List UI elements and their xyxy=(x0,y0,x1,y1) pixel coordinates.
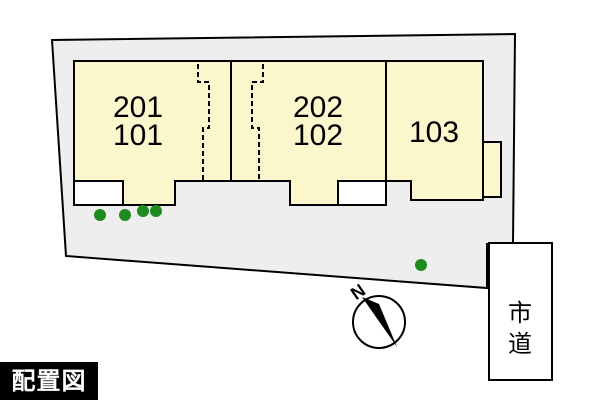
road-label-line1: 市 xyxy=(508,299,532,327)
tree xyxy=(415,259,427,271)
tree xyxy=(94,209,106,221)
north-arrow-icon xyxy=(362,297,397,347)
unit-label-103: 103 xyxy=(409,116,459,149)
stair-line-left xyxy=(197,64,210,181)
tree xyxy=(119,209,131,221)
unit-label-102: 102 xyxy=(293,119,343,152)
legend-label: 配置図 xyxy=(11,367,87,395)
unit-label-202: 202 xyxy=(293,91,343,124)
tree xyxy=(150,205,162,217)
road-label-line2: 道 xyxy=(508,330,532,358)
unit-label-201: 201 xyxy=(113,91,163,124)
outdoor-box-left xyxy=(73,180,124,206)
unit-label-101: 101 xyxy=(113,119,163,152)
outdoor-box-right xyxy=(337,180,387,206)
legend-background xyxy=(0,362,98,400)
building-annex xyxy=(482,141,502,198)
stair-line-right xyxy=(251,64,264,181)
city-road xyxy=(488,242,553,381)
tree xyxy=(137,205,149,217)
compass: N xyxy=(347,280,406,349)
